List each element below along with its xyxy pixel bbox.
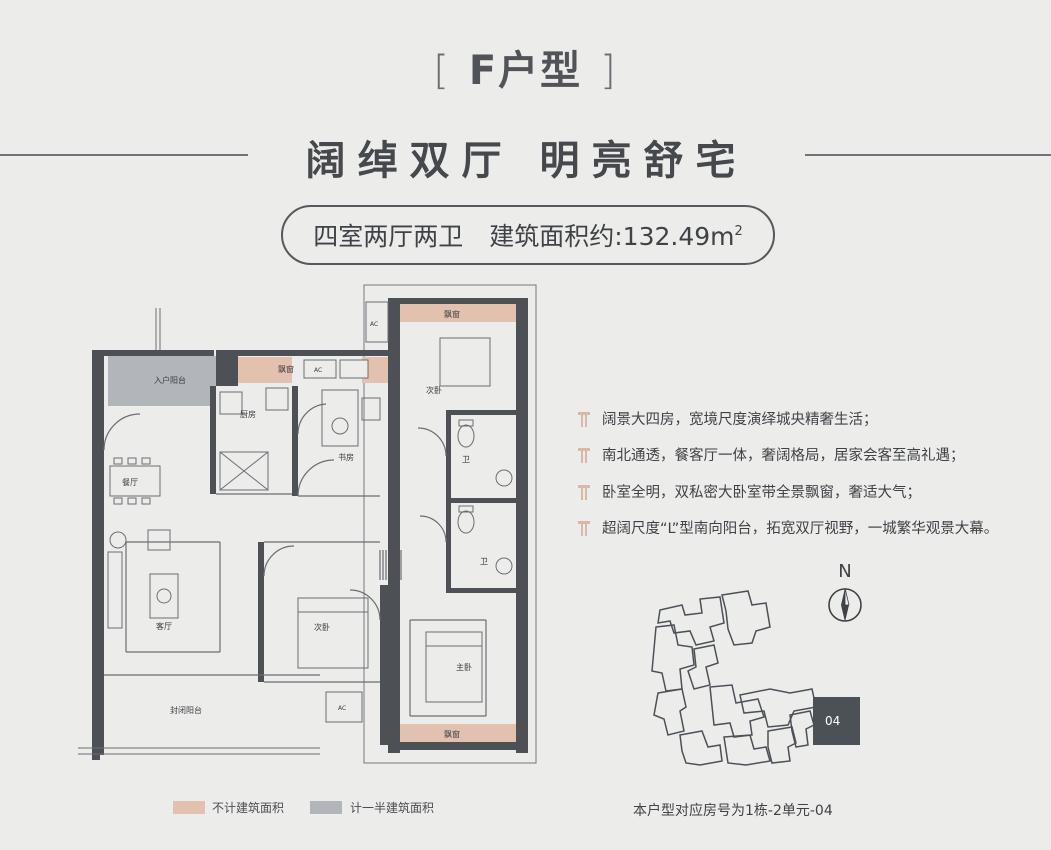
label-ac-2: AC [314,367,322,374]
slogan-divider-left [0,154,248,156]
bullet-icon [578,447,590,463]
living-furniture [107,529,179,629]
dining-table [109,457,161,505]
entry-balcony-area [108,356,216,406]
bath-fixtures [219,387,513,575]
legend-swatch-excluded [173,801,205,814]
beds [297,337,491,703]
slogan: 阔绰双厅 明亮舒宅 [305,138,748,184]
unit-badge: 04 [813,697,860,745]
label-bay-window-south: 飘窗 [444,729,460,739]
title-bracket-left: [ [433,48,451,94]
label-bay-window-small: 飘窗 [278,364,294,374]
compass-icon [828,587,862,622]
label-dining: 餐厅 [122,478,138,487]
label-closed-balcony: 封闭阳台 [170,705,202,715]
label-master-bedroom: 主卧 [456,662,472,672]
bullet-icon [578,411,590,427]
label-bath-2: 卫 [480,557,488,566]
feature-text: 阔景大四房，宽境尺度演绎城央精奢生活； [602,412,878,428]
feature-text: 南北通透，餐客厅一体，奢阔格局，居家会客至高礼遇； [602,448,965,464]
site-map [651,590,817,766]
feature-item: 阔景大四房，宽境尺度演绎城央精奢生活； [578,408,878,429]
label-ac-3: AC [338,705,346,712]
legend-label-half: 计一半建筑面积 [350,801,435,815]
bay-window-north [400,304,520,322]
floor-plan: 入户阳台 厨房 飘窗 餐厅 客厅 书房 次卧 飘窗 卫 卫 次卧 主卧 封闭阳台… [78,284,537,764]
walls [92,298,528,760]
label-ac-1: AC [370,321,378,328]
title-bracket-right: ] [600,48,618,94]
bullet-icon [578,520,590,536]
bay-window-kitchen [238,357,292,383]
summary-area-unit-sup: 2 [734,223,743,239]
label-second-bedroom-north: 次卧 [426,385,442,395]
feature-item: 超阔尺度“L”型南向阳台，拓宽双厅视野，一城繁华观景大幕。 [578,517,998,538]
feature-item: 南北通透，餐客厅一体，奢阔格局，居家会客至高礼遇； [578,444,965,465]
feature-text: 卧室全明，双私密大卧室带全景飘窗，奢适大气； [602,485,921,501]
feature-item: 卧室全明，双私密大卧室带全景飘窗，奢适大气； [578,481,921,502]
label-bay-window-north: 飘窗 [444,309,460,319]
feature-text: 超阔尺度“L”型南向阳台，拓宽双厅视野，一城繁华观景大幕。 [602,521,999,537]
bay-window-south [388,724,522,742]
label-study: 书房 [338,452,354,462]
label-entry-balcony: 入户阳台 [154,375,186,385]
label-kitchen: 厨房 [240,409,256,419]
label-second-bedroom-south: 次卧 [314,622,330,632]
slogan-divider-right [805,154,1051,156]
unit-note: 本户型对应房号为1栋-2单元-04 [633,803,833,819]
summary-area: 建筑面积约:132.49m [489,222,735,251]
summary-rooms: 四室两厅两卫 [313,222,464,251]
north-label: N [838,561,852,582]
label-living: 客厅 [156,621,172,631]
plan-title: [ F户型] [0,38,1051,96]
legend-label-excluded: 不计建筑面积 [212,801,285,815]
bullet-icon [578,484,590,500]
legend-swatch-half [310,801,342,814]
label-bath-1: 卫 [462,455,470,464]
title-text: F户型 [468,48,583,94]
